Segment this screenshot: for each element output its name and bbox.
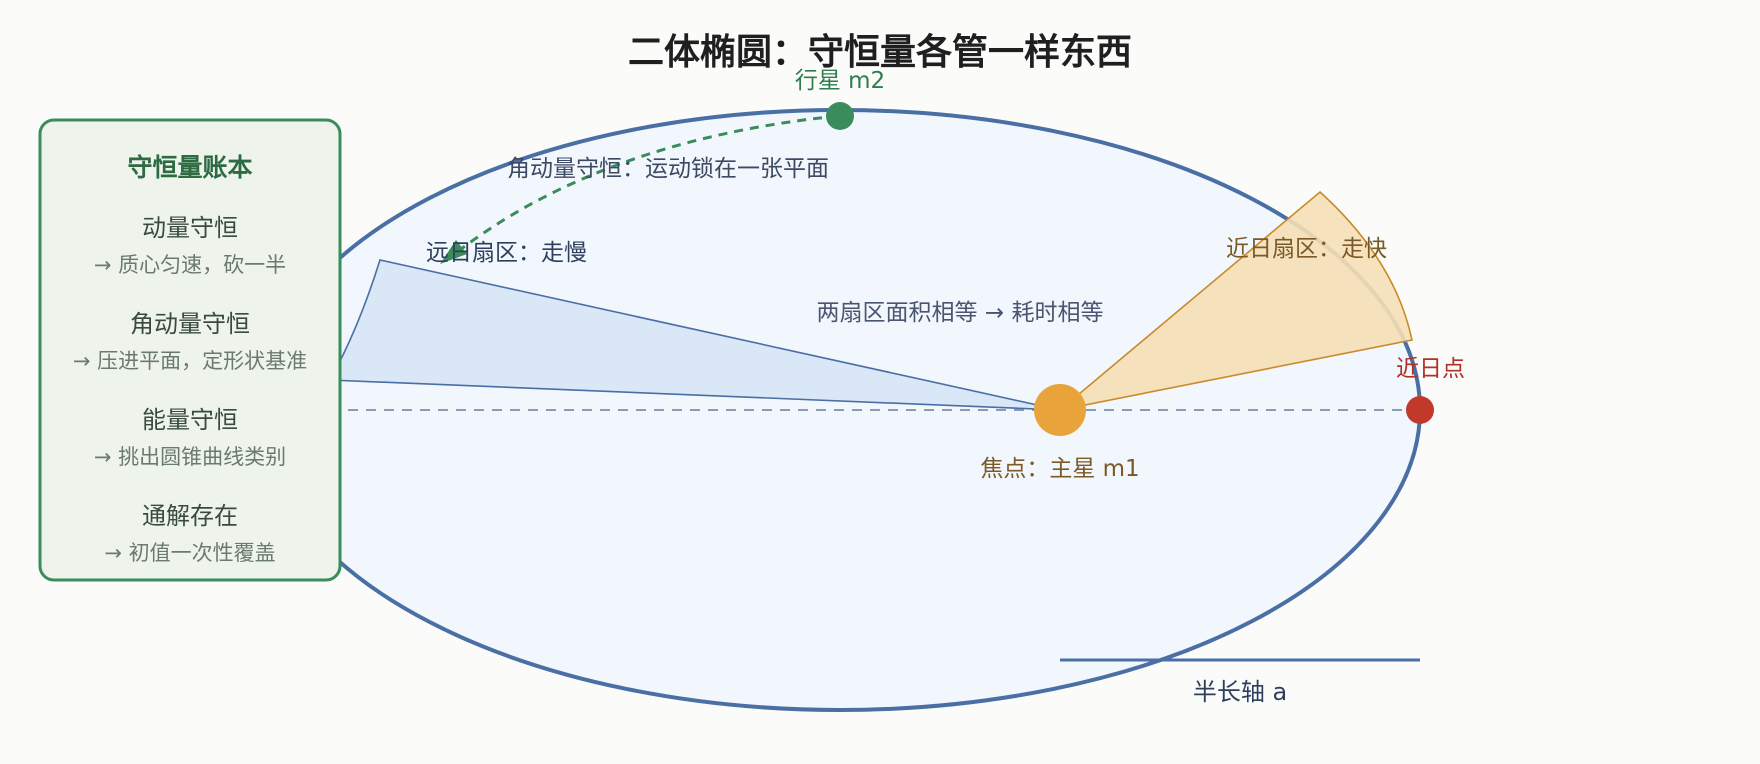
ledger-item-desc: → 压进平面，定形状基准 [73, 349, 307, 373]
ledger-item-title: 动量守恒 [142, 214, 238, 242]
ledger-heading: 守恒量账本 [127, 153, 252, 182]
ledger-item-desc: → 挑出圆锥曲线类别 [94, 445, 286, 469]
far-sector-label: 远日扇区：走慢 [426, 240, 587, 266]
arrowhead-icon [440, 240, 467, 264]
planet-m2 [826, 102, 854, 130]
focus-label: 焦点：主星 m1 [980, 456, 1139, 482]
near-sector [1059, 190, 1413, 411]
equal-areas-label: 两扇区面积相等 → 耗时相等 [817, 300, 1104, 326]
ledger-item-title: 角动量守恒 [130, 310, 250, 338]
perihelion-label: 近日点 [1396, 356, 1465, 382]
conservation-ledger: 守恒量账本 动量守恒 → 质心匀速，砍一半 角动量守恒 → 压进平面，定形状基准… [38, 118, 342, 582]
ledger-item-title: 通解存在 [142, 502, 238, 530]
angular-momentum-label: 角动量守恒：运动锁在一张平面 [507, 156, 829, 182]
near-sector-label: 近日扇区：走快 [1226, 236, 1387, 262]
ledger-box [38, 118, 342, 582]
perihelion-point [1406, 396, 1434, 424]
ledger-item-desc: → 初值一次性覆盖 [104, 541, 275, 565]
ledger-item-desc: → 质心匀速，砍一半 [94, 253, 286, 277]
diagram-title: 二体椭圆：守恒量各管一样东西 [628, 32, 1132, 73]
planet-label: 行星 m2 [795, 68, 885, 94]
focus-star-m1 [1034, 384, 1086, 436]
ledger-item-title: 能量守恒 [142, 406, 238, 434]
semi-major-label: 半长轴 a [1193, 678, 1287, 706]
